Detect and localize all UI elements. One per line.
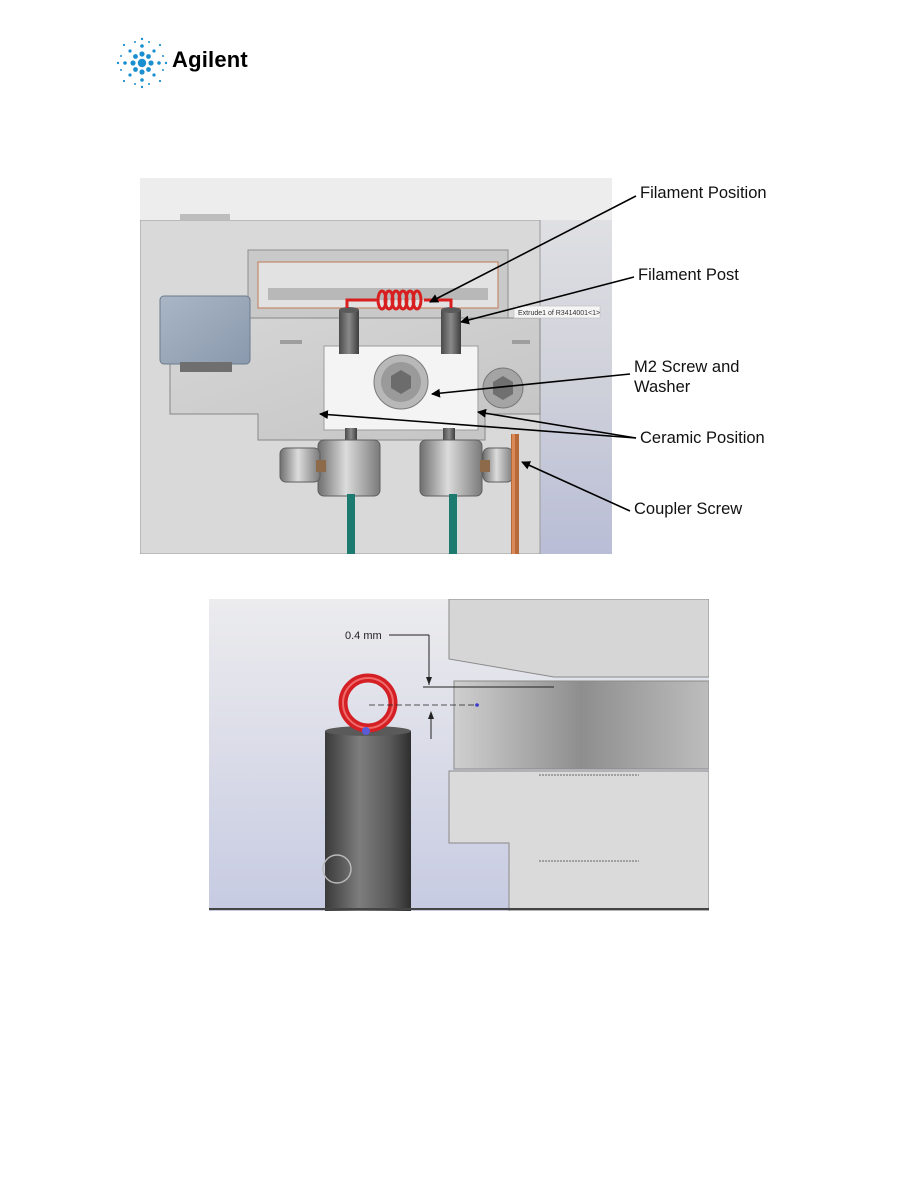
callout-m2-screw-line1: M2 Screw and bbox=[634, 358, 740, 376]
callout-ceramic-position: Ceramic Position bbox=[640, 429, 765, 447]
callout-filament-position: Filament Position bbox=[640, 184, 767, 202]
tooltip-text: Extrude1 of R3414001<1> bbox=[518, 310, 600, 317]
callout-m2-screw-line2: Washer bbox=[634, 378, 691, 396]
callout-coupler-screw: Coupler Screw bbox=[634, 500, 743, 518]
filament-clearance-figure: 0.4 mm bbox=[209, 599, 709, 911]
callout-filament-post: Filament Post bbox=[638, 266, 739, 284]
filament-clearance-render: 0.4 mm bbox=[209, 599, 709, 911]
dimension-label: 0.4 mm bbox=[345, 630, 382, 642]
filament-assembly-figure: Extrude1 of R3414001<1> bbox=[140, 178, 612, 554]
logo-wordmark: Agilent bbox=[172, 47, 248, 72]
filament-assembly-render: Extrude1 of R3414001<1> bbox=[140, 178, 612, 554]
agilent-spark-logo-icon bbox=[116, 37, 168, 89]
